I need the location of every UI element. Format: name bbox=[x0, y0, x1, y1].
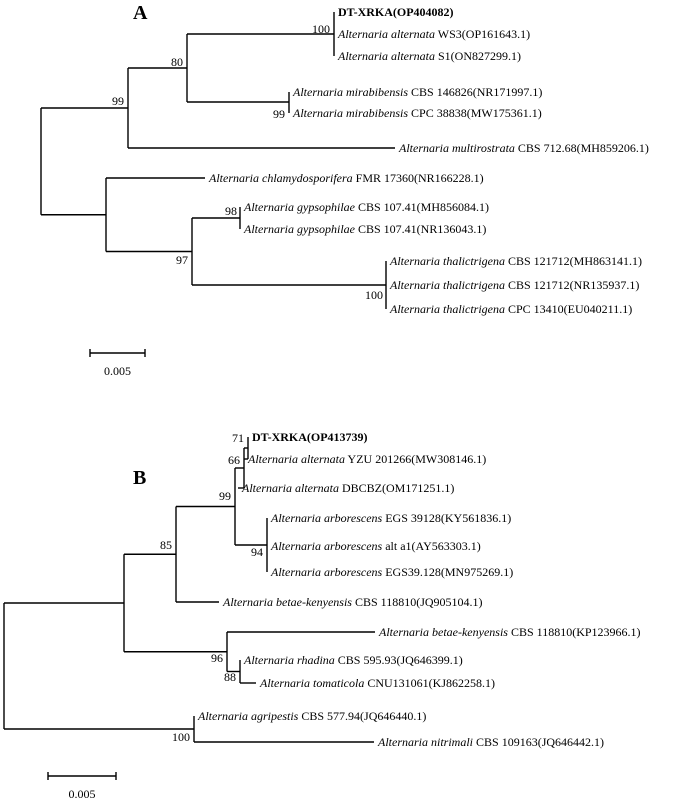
taxon-species: Alternaria mirabibensis bbox=[292, 85, 408, 99]
taxon-strain: CBS 109163(JQ646442.1) bbox=[473, 735, 604, 749]
scale-bar-label: 0.005 bbox=[69, 787, 96, 801]
taxon-species: Alternaria gypsophilae bbox=[243, 222, 356, 236]
taxon-label: Alternaria thalictrigena CBS 121712(MH86… bbox=[389, 254, 642, 268]
taxon-species: Alternaria alternata bbox=[337, 27, 435, 41]
taxon-species: Alternaria arborescens bbox=[270, 565, 383, 579]
taxon-label: Alternaria alternata DBCBZ(OM171251.1) bbox=[241, 481, 454, 495]
taxon-label: Alternaria agripestis CBS 577.94(JQ64644… bbox=[197, 709, 426, 723]
taxon-species: Alternaria arborescens bbox=[270, 539, 383, 553]
taxon-species: Alternaria betae-kenyensis bbox=[222, 595, 352, 609]
taxon-species: Alternaria thalictrigena bbox=[389, 302, 505, 316]
bootstrap-value: 97 bbox=[176, 253, 188, 267]
taxon-strain: DT-XRKA(OP404082) bbox=[338, 5, 454, 19]
taxon-strain: CBS 712.68(MH859206.1) bbox=[515, 141, 649, 155]
taxon-strain: EGS 39128(KY561836.1) bbox=[382, 511, 511, 525]
bootstrap-value: 94 bbox=[251, 545, 263, 559]
bootstrap-value: 96 bbox=[211, 651, 223, 665]
taxon-label: Alternaria tomaticola CNU131061(KJ862258… bbox=[259, 676, 495, 690]
taxon-label: Alternaria multirostrata CBS 712.68(MH85… bbox=[398, 141, 649, 155]
taxon-label: Alternaria alternata S1(ON827299.1) bbox=[337, 49, 521, 63]
taxon-species: Alternaria thalictrigena bbox=[389, 254, 505, 268]
scale-bar-label: 0.005 bbox=[104, 364, 131, 378]
taxon-strain: CBS 118810(KP123966.1) bbox=[508, 625, 641, 639]
taxon-species: Alternaria thalictrigena bbox=[389, 278, 505, 292]
bootstrap-value: 66 bbox=[228, 453, 240, 467]
taxon-species: Alternaria arborescens bbox=[270, 511, 383, 525]
taxon-label: Alternaria betae-kenyensis CBS 118810(JQ… bbox=[222, 595, 483, 609]
taxon-species: Alternaria multirostrata bbox=[398, 141, 515, 155]
taxon-strain: CBS 121712(NR135937.1) bbox=[505, 278, 639, 292]
taxon-label: Alternaria mirabibensis CPC 38838(MW1753… bbox=[292, 106, 542, 120]
taxon-species: Alternaria gypsophilae bbox=[243, 200, 356, 214]
taxon-strain: S1(ON827299.1) bbox=[435, 49, 521, 63]
taxon-strain: CBS 107.41(NR136043.1) bbox=[355, 222, 486, 236]
taxon-label: Alternaria gypsophilae CBS 107.41(MH8560… bbox=[243, 200, 489, 214]
taxon-species: Alternaria alternata bbox=[241, 481, 339, 495]
taxon-species: Alternaria agripestis bbox=[197, 709, 299, 723]
taxon-strain: FMR 17360(NR166228.1) bbox=[353, 171, 484, 185]
taxon-strain: CBS 577.94(JQ646440.1) bbox=[298, 709, 426, 723]
bootstrap-value: 100 bbox=[312, 22, 330, 36]
taxon-strain: CPC 38838(MW175361.1) bbox=[408, 106, 542, 120]
taxon-label: Alternaria arborescens EGS39.128(MN97526… bbox=[270, 565, 513, 579]
taxon-label: Alternaria gypsophilae CBS 107.41(NR1360… bbox=[243, 222, 486, 236]
taxon-strain: YZU 201266(MW308146.1) bbox=[345, 452, 486, 466]
taxon-species: Alternaria rhadina bbox=[243, 653, 335, 667]
bootstrap-value: 100 bbox=[172, 730, 190, 744]
panel-label: A bbox=[133, 2, 148, 24]
taxon-label: Alternaria mirabibensis CBS 146826(NR171… bbox=[292, 85, 542, 99]
taxon-species: Alternaria chlamydosporifera bbox=[208, 171, 353, 185]
bootstrap-value: 98 bbox=[225, 204, 237, 218]
taxon-species: Alternaria tomaticola bbox=[259, 676, 364, 690]
bootstrap-value: 80 bbox=[171, 55, 183, 69]
bootstrap-value: 71 bbox=[232, 431, 244, 445]
taxon-label: Alternaria thalictrigena CBS 121712(NR13… bbox=[389, 278, 639, 292]
taxon-label: Alternaria nitrimali CBS 109163(JQ646442… bbox=[377, 735, 604, 749]
taxon-species: Alternaria alternata bbox=[247, 452, 345, 466]
taxon-label: Alternaria chlamydosporifera FMR 17360(N… bbox=[208, 171, 484, 185]
taxon-strain: CNU131061(KJ862258.1) bbox=[364, 676, 495, 690]
taxon-strain: CBS 595.93(JQ646399.1) bbox=[335, 653, 463, 667]
taxon-strain: CBS 107.41(MH856084.1) bbox=[355, 200, 489, 214]
bootstrap-value: 99 bbox=[273, 107, 285, 121]
bootstrap-value: 88 bbox=[224, 670, 236, 684]
taxon-label: DT-XRKA(OP413739) bbox=[252, 430, 368, 444]
taxon-species: Alternaria alternata bbox=[337, 49, 435, 63]
taxon-label: Alternaria arborescens EGS 39128(KY56183… bbox=[270, 511, 511, 525]
taxon-species: Alternaria mirabibensis bbox=[292, 106, 408, 120]
taxon-strain: DT-XRKA(OP413739) bbox=[252, 430, 368, 444]
taxon-strain: WS3(OP161643.1) bbox=[435, 27, 530, 41]
taxon-label: Alternaria rhadina CBS 595.93(JQ646399.1… bbox=[243, 653, 463, 667]
bootstrap-value: 99 bbox=[112, 94, 124, 108]
taxon-label: Alternaria alternata WS3(OP161643.1) bbox=[337, 27, 530, 41]
taxon-strain: CBS 146826(NR171997.1) bbox=[408, 85, 542, 99]
taxon-strain: CBS 118810(JQ905104.1) bbox=[352, 595, 483, 609]
bootstrap-value: 100 bbox=[365, 288, 383, 302]
taxon-strain: CPC 13410(EU040211.1) bbox=[505, 302, 632, 316]
taxon-strain: CBS 121712(MH863141.1) bbox=[505, 254, 642, 268]
bootstrap-value: 85 bbox=[160, 538, 172, 552]
taxon-label: Alternaria betae-kenyensis CBS 118810(KP… bbox=[378, 625, 641, 639]
bootstrap-value: 99 bbox=[219, 489, 231, 503]
panel-label: B bbox=[133, 467, 146, 489]
tree-panel-a: A 100 99 80 99 98 100 97 DT-XRKA(OP404082) Altern… bbox=[40, 2, 649, 378]
taxon-label: DT-XRKA(OP404082) bbox=[338, 5, 454, 19]
taxon-species: Alternaria nitrimali bbox=[377, 735, 473, 749]
taxon-strain: DBCBZ(OM171251.1) bbox=[339, 481, 454, 495]
taxon-label: Alternaria thalictrigena CPC 13410(EU040… bbox=[389, 302, 632, 316]
taxon-label: Alternaria arborescens alt a1(AY563303.1… bbox=[270, 539, 481, 553]
taxon-strain: alt a1(AY563303.1) bbox=[382, 539, 481, 553]
taxon-species: Alternaria betae-kenyensis bbox=[378, 625, 508, 639]
taxon-label: Alternaria alternata YZU 201266(MW308146… bbox=[247, 452, 486, 466]
taxon-strain: EGS39.128(MN975269.1) bbox=[382, 565, 513, 579]
